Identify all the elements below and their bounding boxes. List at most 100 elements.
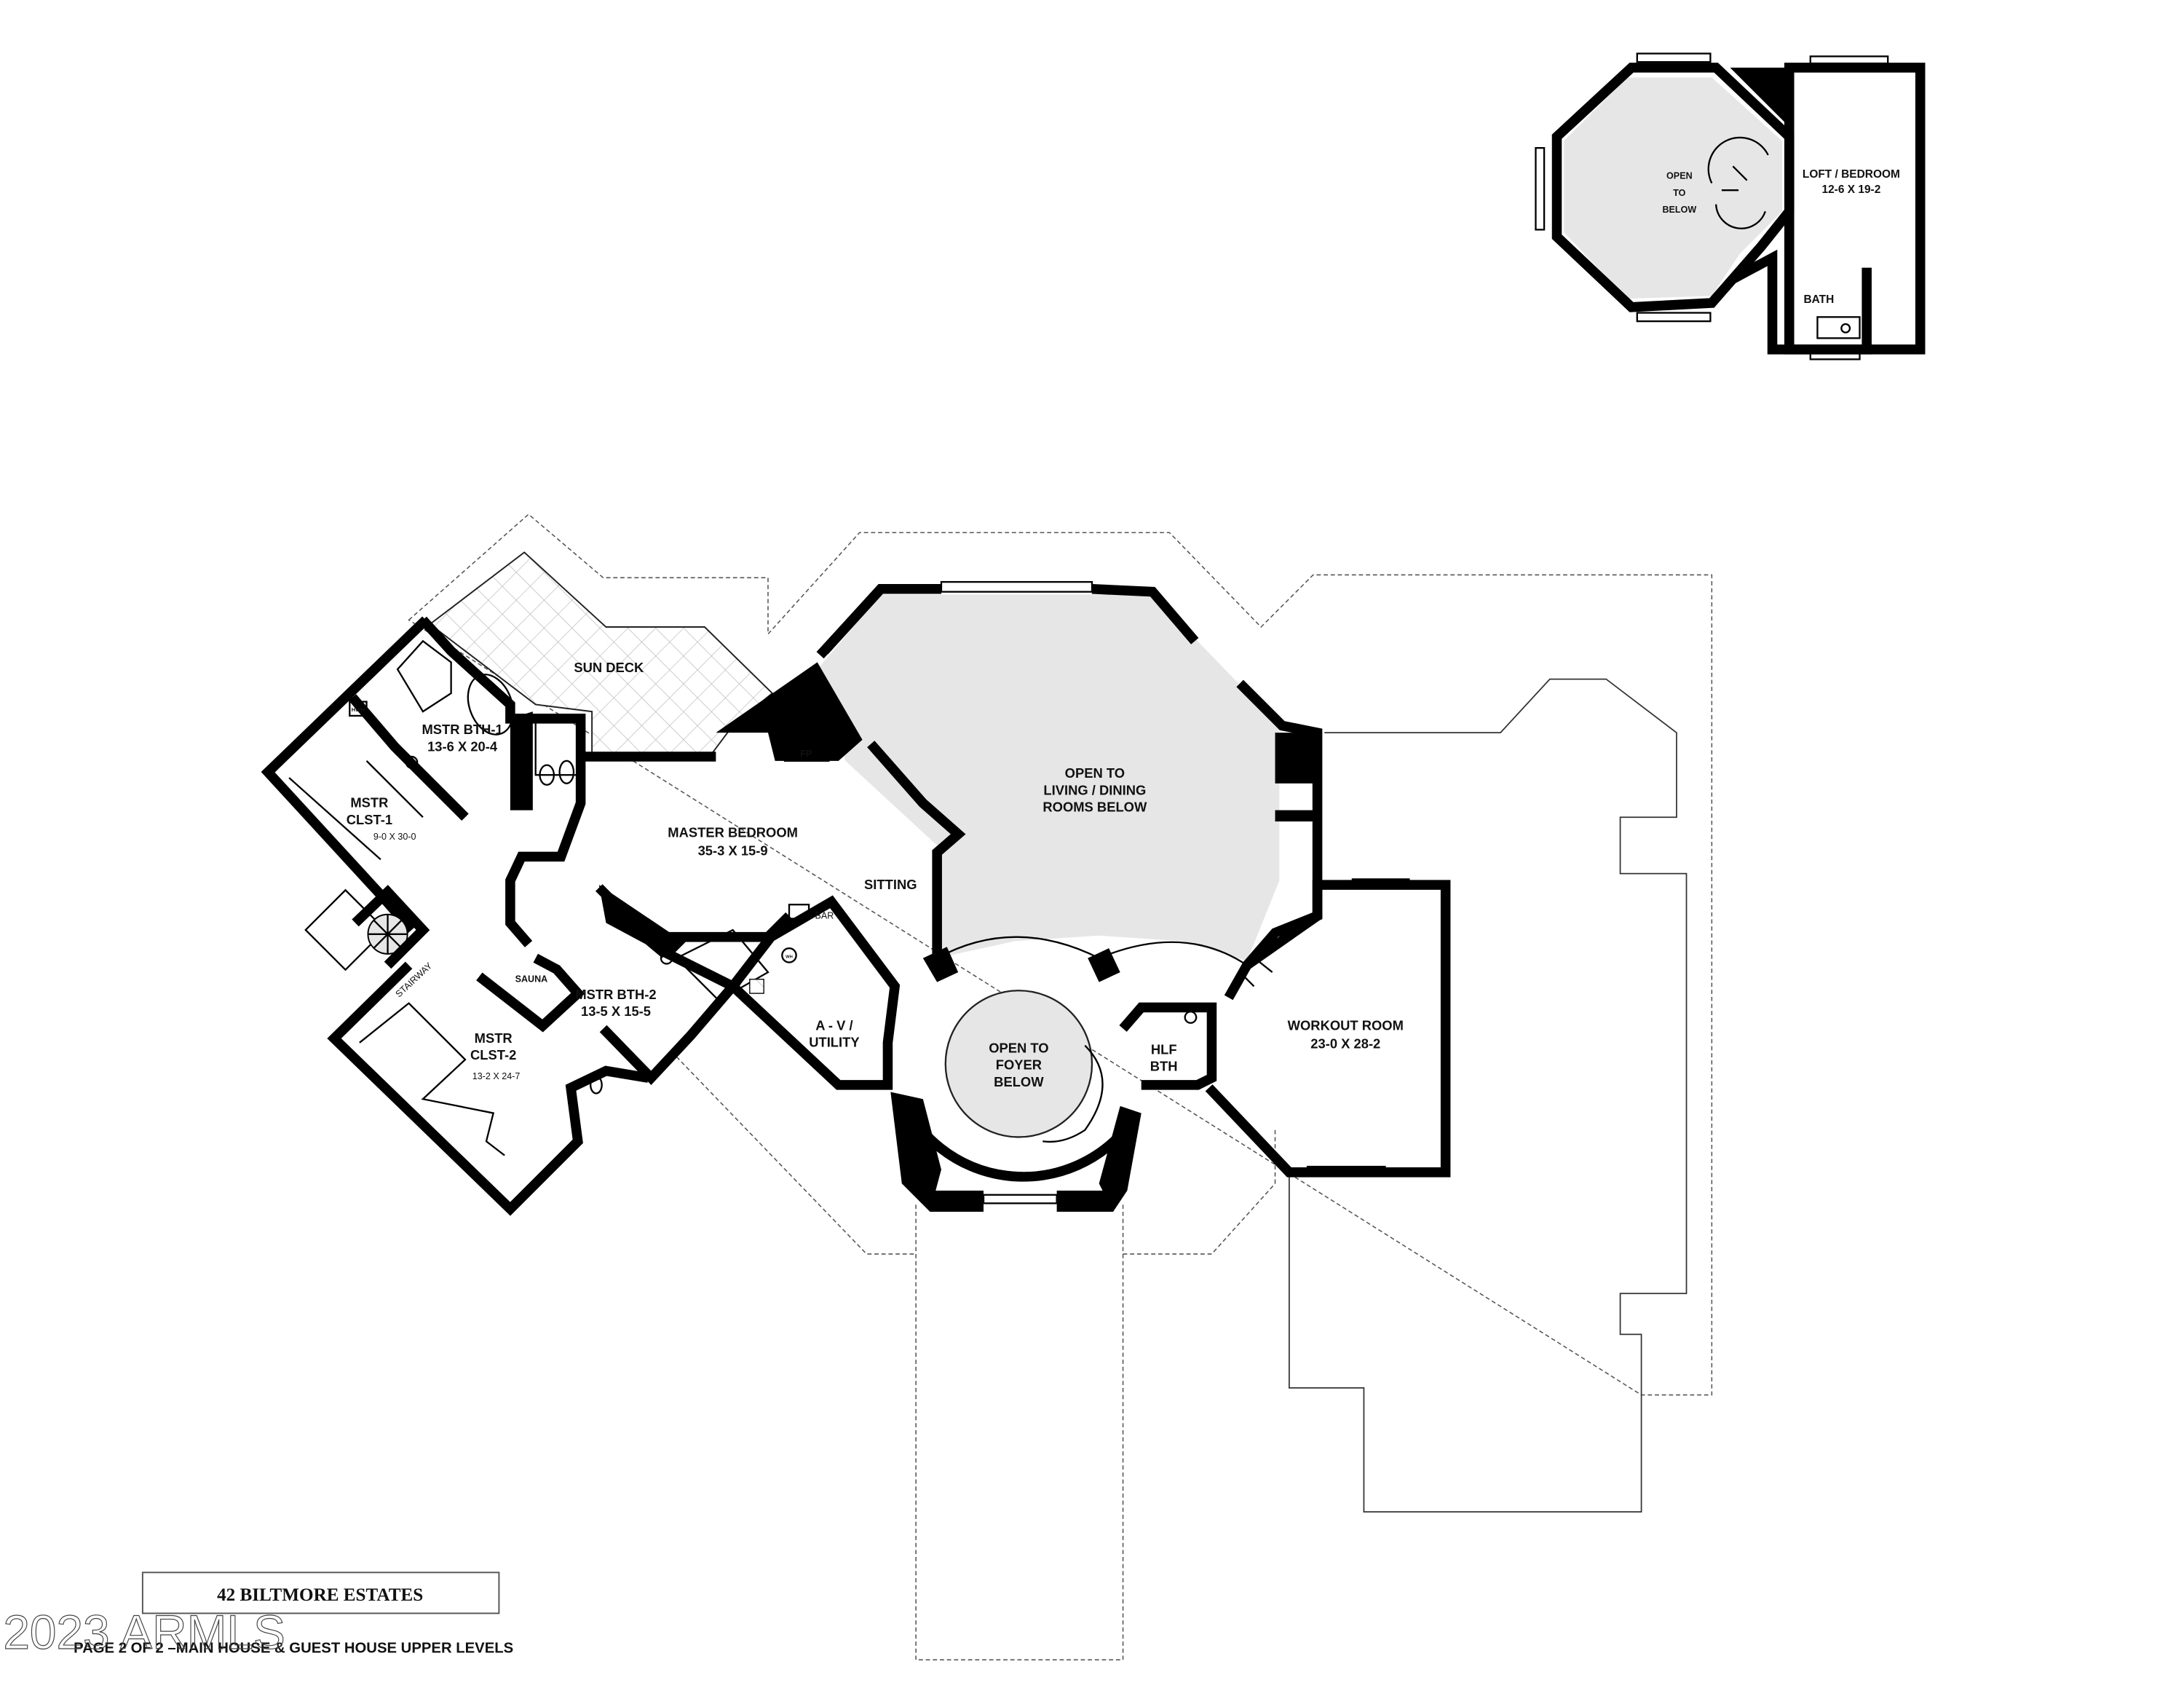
water-heater [781,947,797,963]
sink-2 [660,951,673,965]
title-box [141,1571,500,1614]
open-to-living-area [817,594,1280,961]
sink [405,755,419,769]
workout-window [1351,878,1410,889]
hwh-label: HWH [352,706,365,713]
fireplace-label: FP [800,749,812,759]
mstr-clst1-label: CLST-1 [347,812,392,827]
pillar [1275,733,1318,784]
sauna-label: SAUNA [515,974,548,985]
open-to-foyer-area [944,990,1093,1138]
workout-room-dims: 23-0 X 28-2 [1310,1036,1380,1052]
loft-bedroom-label: LOFT / BEDROOM [1803,168,1900,181]
guest-spiral-stair [1707,136,1769,229]
loft-walls [1784,63,1926,355]
mstr-bth2-dims: 13-5 X 15-5 [581,1003,651,1019]
foyer-wall-mass [890,1092,941,1212]
guest-bath-sink [1840,323,1851,334]
master-bedroom-label: MASTER BEDROOM [668,824,798,840]
closet1-outer-wall [261,616,430,934]
av-utility-walls [729,895,901,1090]
living-wall-top-left [816,584,941,659]
wall-mass [645,930,691,958]
workout-wall-left [1224,963,1251,1001]
wc-room [534,720,579,776]
fireplace-mass [716,662,863,761]
sauna-walls [476,953,585,1033]
column [1088,948,1120,982]
guest-open-label: BELOW [1662,205,1696,215]
toilet [539,764,555,786]
stair-walls [352,885,430,969]
half-bath-label: BTH [1150,1059,1178,1074]
guest-corner-pillar [1730,67,1789,127]
water-heater-label: WH [786,955,793,960]
half-bath-sink [1184,1011,1198,1024]
guest-windows [1535,52,1889,360]
foyer-window [982,1194,1058,1204]
living-wall-top-right [1091,584,1199,644]
bar-label: BAR [815,911,834,921]
open-foyer-label: BELOW [994,1074,1044,1089]
guest-octagon-walls [1551,63,1795,312]
guest-open-label: TO [1673,188,1685,198]
bar-sink [788,904,810,920]
foyer-pillar [930,1190,984,1212]
vanity [365,760,424,819]
mstr-bth2-label: MSTR BTH-2 [575,987,656,1002]
guest-bath-label: BATH [1803,293,1834,306]
guest-open-to-below-area [1564,77,1783,299]
plan-subtitle: PAGE 2 OF 2 –MAIN HOUSE & GUEST HOUSE UP… [74,1641,513,1657]
shower-2 [675,928,769,1002]
shower [396,639,452,713]
watermark: 2023 ARMLS [3,1605,285,1659]
pillar [1275,810,1318,822]
bidet [558,760,575,784]
closet-shelf [288,777,381,861]
sun-deck-label: SUN DECK [574,660,644,675]
loft-bedroom-dims: 12-6 X 19-2 [1821,184,1880,196]
mstr-bth1-dims: 13-6 X 20-4 [427,738,498,754]
workout-room-label: WORKOUT ROOM [1288,1017,1404,1033]
workout-window-diag [1239,960,1273,987]
column [922,947,959,982]
mstr-clst1-dims: 9-0 X 30-0 [373,832,416,842]
floor-grate [749,979,764,994]
wall-mass [510,711,533,811]
bath2-walls [599,933,741,1086]
mstr-bth1-label: MSTR BTH-1 [422,722,502,737]
av-utility-label: UTILITY [809,1035,859,1050]
master-bedroom-dims: 35-3 X 15-9 [698,843,768,858]
living-wall-right [1236,679,1323,969]
plan-title: 42 BILTMORE ESTATES [217,1585,423,1605]
foyer-pillar [1056,1190,1114,1212]
foyer-stair [1042,1044,1104,1143]
half-bath-walls [1119,1002,1217,1090]
bathtub [467,674,514,735]
workout-window [1306,1165,1386,1176]
guest-house: OPEN TO BELOW LOFT / BEDROOM 12-6 X 19-2… [1535,52,1926,360]
workout-walls [1205,880,1451,1178]
closet2-island [359,1002,505,1156]
living-wall-left [867,741,966,958]
hwh-unit [349,701,368,717]
half-bath-label: HLF [1151,1041,1177,1057]
living-window-top [940,580,1093,593]
mstr-clst2-label: CLST-2 [470,1047,516,1062]
mstr-clst2-dims: 13-2 X 24-7 [472,1071,521,1081]
av-utility-label: A - V / [815,1017,852,1033]
mstr-clst1-label: MSTR [350,795,388,811]
open-living-label: LIVING / DINING [1043,782,1146,797]
arc-railing [936,936,1248,966]
open-foyer-label: FOYER [996,1057,1042,1073]
closet2-walls [327,961,649,1216]
bath1-walls [419,616,586,947]
guest-bath-tub [1816,316,1861,339]
roof-outlines [408,513,1713,1661]
open-foyer-label: OPEN TO [989,1040,1048,1055]
open-living-label: OPEN TO [1065,765,1125,781]
fireplace [783,741,830,762]
mstr-clst2-label: MSTR [475,1030,513,1046]
sitting-label: SITTING [864,877,917,892]
